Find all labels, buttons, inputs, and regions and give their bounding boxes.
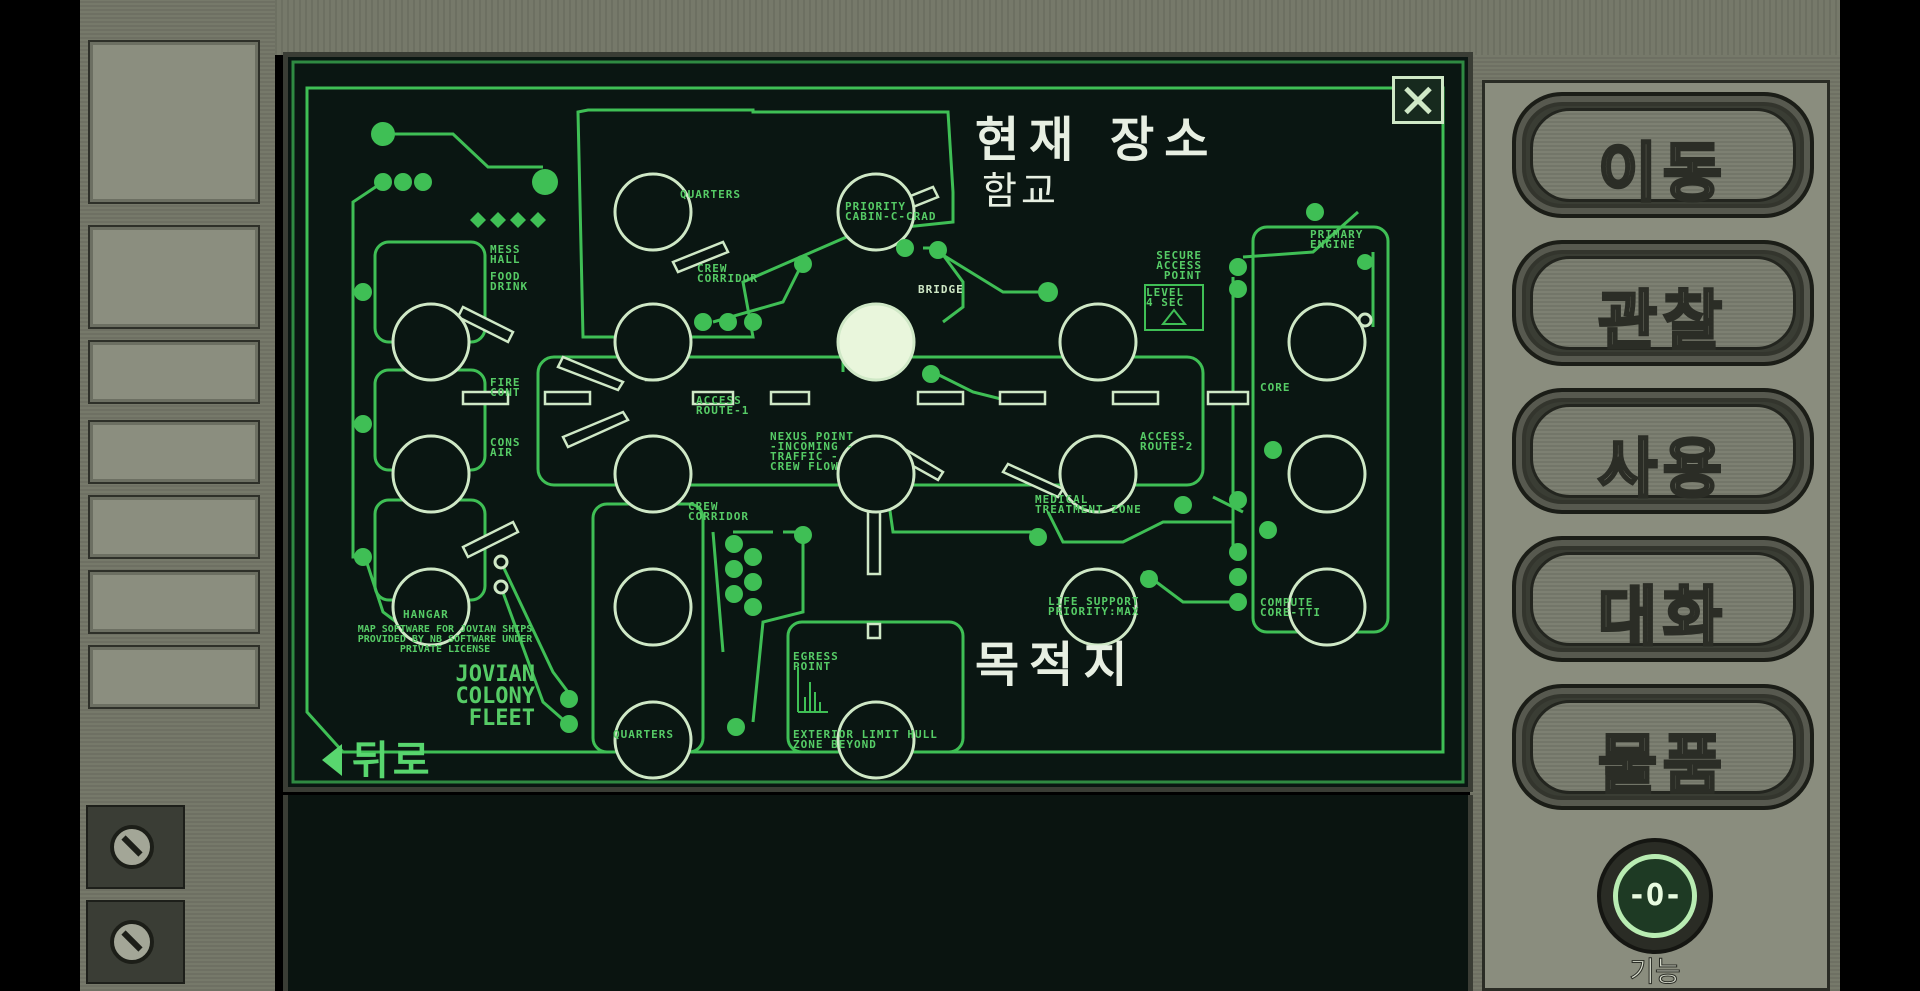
label-mess-hall: MESS HALL — [490, 243, 521, 266]
brand-line-1: JOVIAN — [455, 662, 535, 687]
label-bridge: BRIDGE — [918, 283, 964, 296]
node-bridge-current — [836, 302, 916, 382]
function-ring-icon — [1613, 854, 1697, 938]
action-move-button[interactable]: 이동 — [1512, 92, 1814, 218]
label-primary-engine: PRIMARY ENGINE — [1310, 228, 1364, 251]
node-hangar — [391, 567, 471, 647]
button-face — [1530, 108, 1796, 202]
destination-label: 목적지 — [975, 637, 1138, 693]
label-egress-point: EGRESS POINT — [793, 650, 839, 673]
room-nodes — [391, 172, 1367, 780]
left-frame-panel — [88, 420, 260, 484]
level-sec-badge — [1144, 284, 1204, 331]
message-console — [283, 795, 1473, 991]
label-access-route-1: ACCESS ROUTE-1 — [696, 394, 750, 417]
label-core: CORE — [1260, 381, 1291, 394]
current-location-value: 함교 — [982, 169, 1060, 213]
left-frame-panel — [88, 645, 260, 709]
label-hangar: HANGAR — [403, 608, 449, 621]
bolt-icon — [110, 920, 154, 964]
label-compute-core: COMPUTE CORE-TTI — [1260, 596, 1321, 619]
function-label: 기능 — [1629, 955, 1682, 989]
bolt-icon — [110, 825, 154, 869]
button-face — [1530, 552, 1796, 646]
back-button-label: 뒤로 — [352, 738, 434, 784]
node-mess-hall — [391, 302, 471, 382]
back-arrow-icon — [322, 744, 342, 776]
action-label: 이동 — [1597, 136, 1728, 213]
left-frame-panel — [88, 340, 260, 404]
node-life-support — [1058, 567, 1138, 647]
node-quarters-top — [613, 172, 693, 252]
label-nexus-point: NEXUS POINT -INCOMING -TRAFFIC -CREW FLO… — [770, 430, 854, 473]
node-primary-engine — [1287, 302, 1367, 382]
action-label: 사용 — [1597, 432, 1728, 509]
node-core — [1287, 434, 1367, 514]
node-egress — [836, 700, 916, 780]
label-medical: MEDICAL TREATMENT ZONE — [1035, 493, 1142, 516]
node-crew-corridor-bottom — [613, 567, 693, 647]
label-cons-air: CONS AIR — [490, 436, 521, 459]
label-crew-corridor-top: CREW CORRIDOR — [697, 262, 758, 285]
warning-icon — [1160, 308, 1188, 325]
button-face — [1530, 700, 1796, 794]
left-frame — [80, 0, 275, 991]
label-quarters-top: QUARTERS — [680, 188, 741, 201]
label-access-route-2: ACCESS ROUTE-2 — [1140, 430, 1194, 453]
button-face — [1530, 256, 1796, 350]
left-frame-panel — [88, 40, 260, 204]
node-fire-control — [391, 434, 471, 514]
function-button[interactable]: -O- — [1597, 838, 1713, 954]
action-talk-button[interactable]: 대화 — [1512, 536, 1814, 662]
label-secure-access: SECURE ACCESS POINT — [1156, 249, 1202, 282]
label-level-sec: LEVEL 4 SEC — [1146, 286, 1185, 309]
left-frame-panel — [88, 570, 260, 634]
map-credit: MAP SOFTWARE FOR JOVIAN SHIPS PROVIDED B… — [357, 624, 533, 655]
current-location-label: 현재 장소 — [975, 112, 1219, 168]
circuit-dots — [354, 122, 1373, 736]
button-face — [1530, 404, 1796, 498]
node-compute-core — [1287, 567, 1367, 647]
node-access-route-1 — [613, 434, 693, 514]
action-label: 대화 — [1597, 580, 1728, 657]
node-crew-corridor-top — [613, 302, 693, 382]
label-priority-cabin: PRIORITY CABIN-C-CRAD — [845, 200, 937, 223]
left-frame-panel — [88, 495, 260, 559]
label-fire-cont: FIRE CONT — [490, 376, 521, 399]
back-button[interactable]: 뒤로 — [322, 728, 434, 786]
bolt-plate — [86, 900, 185, 984]
brand-line-3: FLEET — [468, 706, 535, 731]
close-map-button[interactable] — [1392, 76, 1444, 124]
node-nexus-point — [836, 434, 916, 514]
function-symbol: -O- — [1627, 878, 1683, 913]
node-access-route-2 — [1058, 434, 1138, 514]
action-label: 물품 — [1597, 728, 1728, 805]
action-observe-button[interactable]: 관찰 — [1512, 240, 1814, 366]
map-border — [291, 60, 1465, 784]
label-quarters-bottom: QUARTERS — [613, 728, 674, 741]
action-items-button[interactable]: 물품 — [1512, 684, 1814, 810]
label-exterior-limit: EXTERIOR LIMIT HULL ZONE BEYOND — [793, 728, 938, 751]
ship-map — [291, 60, 1465, 784]
hangar-lights — [493, 312, 1373, 595]
node-secure-access — [1058, 302, 1138, 382]
label-life-support: LIFE SUPPORT PRIORITY:MAX — [1048, 595, 1140, 618]
label-food-drink: FOOD DRINK — [490, 270, 529, 293]
action-label: 관찰 — [1597, 284, 1728, 361]
jovian-colony-fleet-logo: JOVIAN COLONY FLEET — [380, 664, 535, 730]
node-quarters-bottom — [613, 700, 693, 780]
brand-line-2: COLONY — [455, 684, 535, 709]
label-crew-corridor-bottom: CREW CORRIDOR — [688, 500, 749, 523]
top-frame — [275, 0, 1840, 55]
action-use-button[interactable]: 사용 — [1512, 388, 1814, 514]
bolt-plate — [86, 805, 185, 889]
node-priority-cabin — [836, 172, 916, 252]
egress-chart-icon — [797, 667, 828, 713]
left-frame-panel — [88, 225, 260, 329]
